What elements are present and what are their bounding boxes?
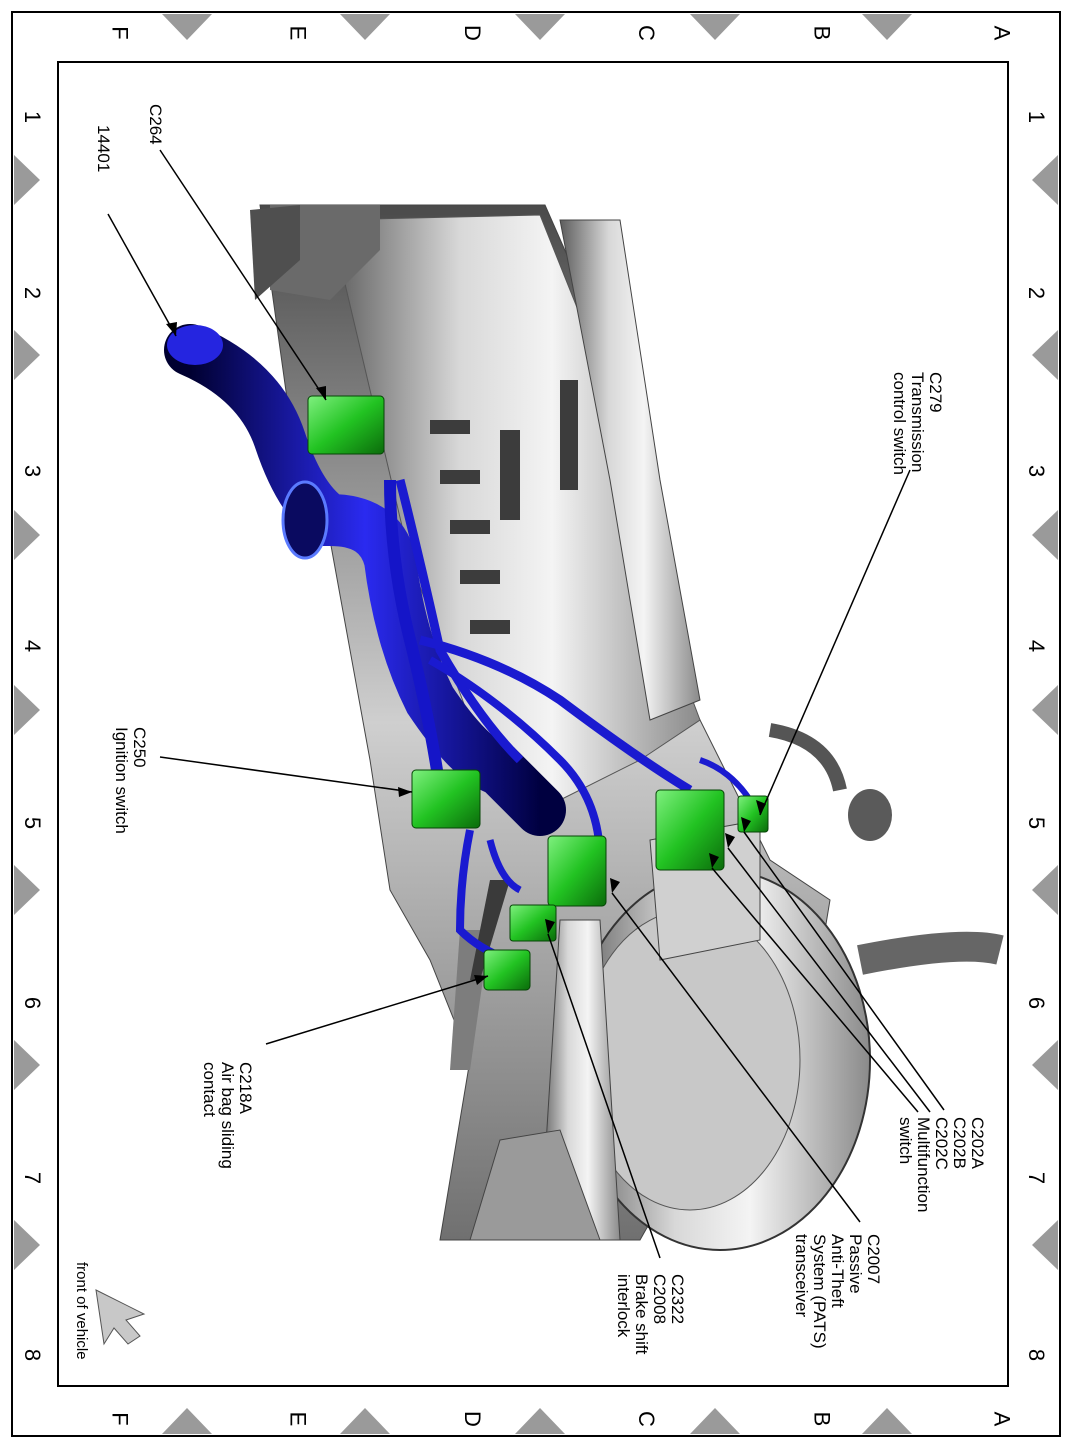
grid-num-right-5: 5	[1024, 816, 1050, 830]
grid-letter-top-e: E	[285, 25, 311, 41]
grid-letter-top-c: C	[633, 25, 659, 41]
grid-num-right-1: 1	[1024, 110, 1050, 124]
callout-14401: 14401	[94, 125, 113, 173]
connector-c2007	[547, 835, 607, 907]
connector-c279	[737, 795, 769, 833]
grid-letter-bottom-b: B	[809, 1411, 835, 1427]
grid-num-right-4: 4	[1024, 639, 1050, 653]
grid-num-right-8: 8	[1024, 1348, 1050, 1362]
right-edge-markers	[1032, 155, 1058, 1270]
grid-num-right-2: 2	[1024, 286, 1050, 300]
grid-letter-bottom-a: A	[989, 1411, 1015, 1427]
grid-num-right-6: 6	[1024, 996, 1050, 1010]
steering-column-illustration	[250, 204, 1004, 1251]
connector-c250	[411, 769, 481, 829]
callout-c250: C250 Ignition switch	[112, 727, 149, 834]
connector-c218a	[483, 949, 531, 991]
callout-c218a: C218A Air bag sliding contact	[200, 1062, 255, 1169]
front-arrow-icon	[95, 1289, 146, 1346]
grid-num-left-5: 5	[20, 816, 46, 830]
wiring-harness	[164, 324, 753, 964]
callout-c2322: C2322 C2008 Brake shift interlock	[614, 1274, 687, 1355]
leader-lines	[107, 149, 945, 1259]
grid-num-left-4: 4	[20, 639, 46, 653]
top-edge-markers	[162, 14, 912, 40]
callout-c279: C279 Transmission control switch	[890, 372, 945, 475]
grid-letter-bottom-e: E	[285, 1411, 311, 1427]
left-edge-markers	[14, 155, 40, 1270]
grid-letter-top-d: D	[459, 25, 485, 41]
connector-c2322	[509, 904, 557, 942]
bottom-edge-markers	[162, 1408, 912, 1434]
callout-c264: C264	[146, 104, 165, 145]
grid-letter-top-f: F	[107, 26, 133, 40]
connector-c202	[655, 789, 725, 871]
callout-c202: C202A C202B C202C Multifunction switch	[896, 1117, 987, 1213]
grid-letter-top-b: B	[809, 25, 835, 41]
grid-num-left-2: 2	[20, 286, 46, 300]
connector-c264	[307, 395, 385, 455]
front-of-vehicle-label: front of vehicle	[73, 1262, 90, 1360]
grid-num-left-1: 1	[20, 110, 46, 124]
grid-num-left-3: 3	[20, 464, 46, 478]
grid-num-right-7: 7	[1024, 1171, 1050, 1185]
connectors	[307, 395, 769, 991]
grid-num-left-6: 6	[20, 996, 46, 1010]
grid-letter-bottom-d: D	[459, 1411, 485, 1427]
callout-c2007: C2007 Passive Anti-Theft System (PATS) t…	[792, 1234, 883, 1349]
grid-letter-top-a: A	[989, 25, 1015, 41]
leader-arrowheads	[166, 322, 766, 985]
grid-num-left-7: 7	[20, 1171, 46, 1185]
grid-letter-bottom-c: C	[633, 1411, 659, 1427]
grid-num-right-3: 3	[1024, 464, 1050, 478]
grid-num-left-8: 8	[20, 1348, 46, 1362]
grid-letter-bottom-f: F	[107, 1412, 133, 1426]
